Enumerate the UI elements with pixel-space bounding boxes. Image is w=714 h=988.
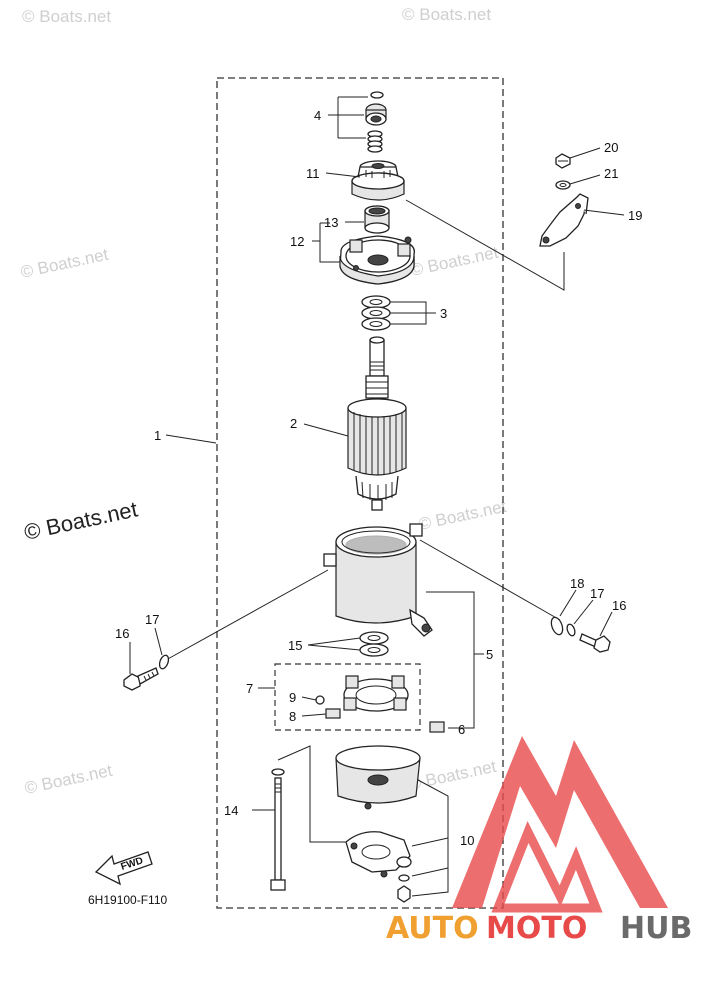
part-16-bolt-left: [123, 667, 159, 691]
part-16-bolt-right: [579, 633, 611, 653]
callout-16-left: 16: [115, 626, 129, 641]
callout-6: 6: [458, 722, 465, 737]
callout-12: 12: [290, 234, 304, 249]
watermark-mid-left: © Boats.net: [19, 245, 110, 282]
callout-4: 4: [314, 108, 321, 123]
callout-11: 11: [306, 166, 320, 181]
callout-13: 13: [324, 215, 338, 230]
part-9-spring: [315, 695, 325, 705]
callout-3: 3: [440, 306, 447, 321]
callout-10: 10: [460, 833, 474, 848]
callout-21: 21: [604, 166, 618, 181]
part-14-through-bolt: [270, 768, 286, 891]
callout-5: 5: [486, 647, 493, 662]
part-6-brush: [429, 721, 445, 733]
callout-17-right: 17: [590, 586, 604, 601]
part-15-washers: [359, 631, 389, 657]
callout-15: 15: [288, 638, 302, 653]
part-12-front-bracket: [339, 235, 415, 285]
part-2-armature: [347, 336, 407, 511]
watermark-top-right: © Boats.net: [402, 5, 491, 24]
watermark-main: © Boats.net: [22, 496, 140, 544]
callout-9: 9: [289, 690, 296, 705]
logo-text-hub: HUB: [620, 911, 692, 946]
part-19-bracket: [539, 193, 589, 247]
logo-text-moto: MOTO: [486, 911, 587, 946]
watermark-mid-right: © Boats.net: [409, 243, 500, 280]
callout-1: 1: [154, 428, 161, 443]
callout-20: 20: [604, 140, 618, 155]
logo-text-auto: AUTO: [386, 911, 479, 946]
part-21-washer: [555, 180, 571, 190]
watermark-lower-left: © Boats.net: [23, 761, 114, 798]
watermark-lower-right: © Boats.net: [407, 757, 498, 794]
callout-14: 14: [224, 803, 238, 818]
callout-18: 18: [570, 576, 584, 591]
callout-8: 8: [289, 709, 296, 724]
automotohub-logo: AUTO MOTO HUB: [386, 736, 692, 946]
diagram-code: 6H19100-F110: [88, 893, 167, 907]
callout-7: 7: [246, 681, 253, 696]
part-17-washer-right: [566, 623, 576, 637]
part-11-pinion-gear: [351, 160, 405, 201]
part-10-rear-cover: [335, 745, 421, 903]
brush-holder-subassembly-boundary: [274, 663, 421, 731]
part-7-brush-holder: [343, 675, 409, 712]
callout-17-left: 17: [145, 612, 159, 627]
part-20-screw: [555, 153, 571, 169]
watermark-center: © Boats.net: [417, 497, 508, 534]
part-13-bushing: [364, 205, 390, 234]
callout-19: 19: [628, 208, 642, 223]
fwd-arrow: FWD: [94, 851, 153, 886]
watermark-top-left: © Boats.net: [22, 7, 111, 26]
part-18-washer-right: [550, 616, 564, 636]
callout-16-right: 16: [612, 598, 626, 613]
callout-2: 2: [290, 416, 297, 431]
part-3-washers: [361, 295, 391, 331]
part-8-brush: [325, 708, 341, 719]
part-5-yoke: [323, 523, 433, 637]
part-17-washer-left: [158, 654, 170, 670]
part-4-pinion-stopper-set: [365, 91, 387, 153]
